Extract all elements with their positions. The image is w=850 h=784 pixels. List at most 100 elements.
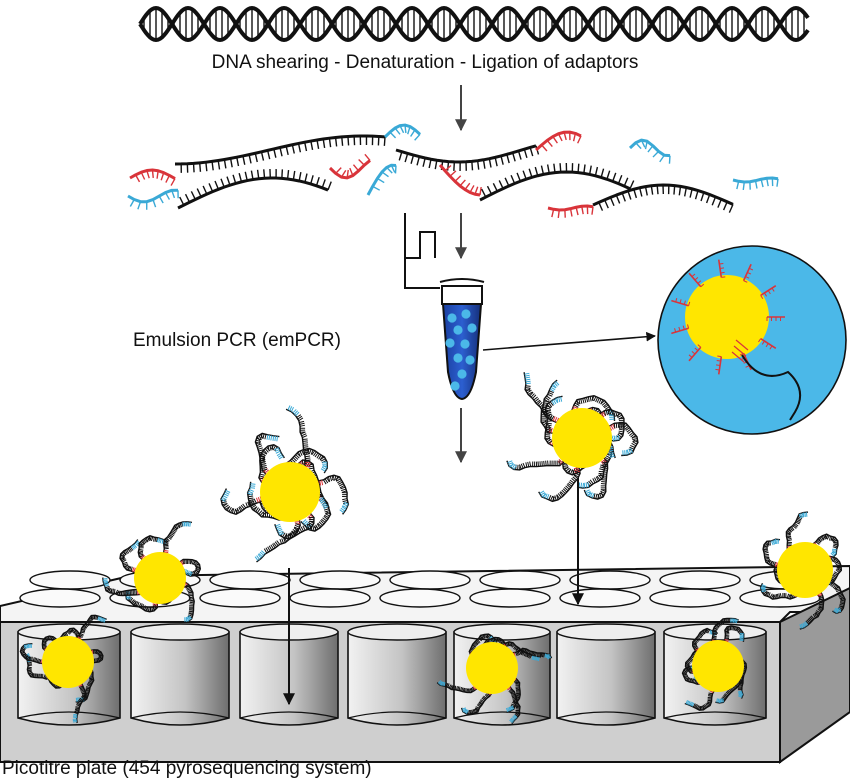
bead-base (768, 559, 772, 565)
bead-base (571, 470, 575, 476)
bead-base (225, 489, 231, 493)
fragment-base (322, 138, 326, 149)
bead-base (712, 636, 717, 639)
bead-base (315, 524, 319, 530)
bead-base (525, 387, 531, 389)
bead-base (584, 489, 590, 493)
fragment-base (381, 171, 389, 178)
bead-base (529, 654, 533, 659)
fragment-base (609, 197, 615, 206)
bead-base (517, 651, 521, 656)
fragment-base (386, 166, 393, 174)
bead-base (37, 658, 41, 663)
bead-base (763, 547, 768, 550)
fragment-base (454, 175, 462, 182)
bead-base (810, 615, 815, 620)
fragment-strand (628, 138, 671, 158)
bead-base (513, 645, 517, 650)
bead-base (697, 635, 702, 639)
bead-base (187, 616, 191, 621)
bead-base (163, 551, 169, 554)
fragment-base (376, 177, 385, 184)
bead-base (514, 714, 518, 719)
bead-base (194, 563, 200, 566)
fragment-base (428, 159, 432, 169)
fragment-base (192, 163, 195, 173)
bead-base (833, 544, 838, 548)
bead-base (835, 588, 841, 591)
bead-base (507, 687, 512, 691)
bead-base (251, 499, 256, 505)
fragment-base (717, 199, 722, 208)
bead-base (462, 709, 467, 713)
bead-base (513, 679, 518, 683)
bead-base (689, 677, 692, 683)
bead-base (254, 556, 259, 561)
bead-base (139, 555, 144, 558)
bead-base (832, 546, 838, 549)
fragment-base (650, 185, 654, 195)
bead-base (516, 693, 521, 696)
bead-base (269, 445, 272, 451)
bead-base (832, 550, 837, 555)
bead-base (123, 564, 129, 567)
bead-base (546, 413, 551, 418)
fragment-base (598, 202, 604, 211)
bead-base (245, 502, 249, 508)
bead-base (774, 594, 776, 599)
bead-base (141, 604, 145, 609)
bead-base (774, 539, 777, 544)
bead-base (86, 684, 91, 687)
bead-base (574, 472, 580, 476)
bead-base (28, 671, 33, 674)
bead-base (632, 441, 638, 445)
fragment-base (476, 160, 480, 170)
bead-base (838, 607, 842, 613)
bead-base (325, 513, 330, 517)
bead-base (765, 560, 771, 563)
bead-base (137, 601, 140, 607)
plate-well-opening (199, 588, 281, 608)
bead-base (437, 680, 442, 684)
bead-base (691, 678, 694, 683)
bead-base (831, 551, 836, 556)
bead-base (525, 378, 531, 381)
bead-base (446, 682, 449, 688)
bead-base (692, 678, 695, 683)
bead-base (123, 550, 127, 556)
bead-base (75, 706, 80, 708)
bead-base (27, 666, 32, 669)
bead-base (511, 693, 516, 696)
droplet-primer-base (765, 343, 769, 348)
fragment-base (644, 186, 648, 196)
bead-base (324, 510, 330, 513)
bead-base (319, 480, 322, 486)
bead-base (188, 571, 192, 576)
bead-base (735, 619, 738, 624)
bead-base (526, 653, 529, 658)
bead-core (134, 552, 186, 604)
dna-beads (19, 372, 846, 725)
fragment-base (683, 187, 688, 197)
emulsion-droplet (460, 339, 470, 349)
bead-base (318, 496, 324, 501)
bead-base (722, 698, 724, 703)
bead-base (713, 629, 718, 632)
bead-base (145, 537, 149, 542)
bead-base (691, 702, 695, 707)
bead-base (193, 561, 198, 566)
bead-base (131, 545, 135, 550)
bead-base (510, 705, 514, 710)
bead-base (600, 400, 605, 405)
bead-base (787, 539, 792, 542)
bead-base (601, 401, 607, 406)
bead-base (119, 557, 125, 560)
bead-base (532, 655, 535, 661)
bead-base (324, 514, 329, 519)
bead-base (540, 652, 543, 657)
bead-base (724, 639, 729, 641)
fragment-base (577, 135, 582, 144)
bead-core (552, 408, 612, 468)
bead-base (303, 520, 308, 525)
fragment-base (164, 192, 171, 200)
